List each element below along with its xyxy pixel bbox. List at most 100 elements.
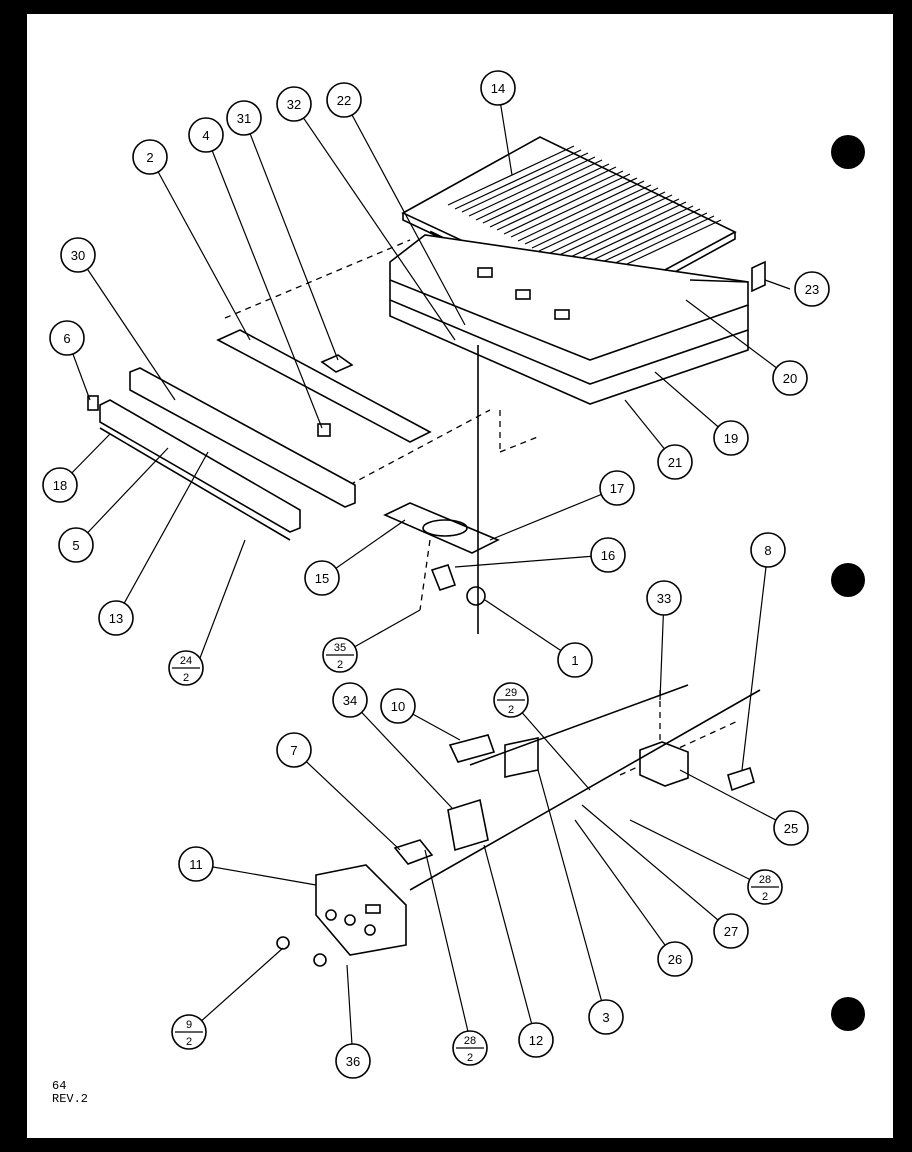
fraction-callout-28: 282 bbox=[452, 1030, 488, 1066]
callout-number: 3 bbox=[602, 1010, 609, 1025]
fraction-denominator: 2 bbox=[183, 672, 189, 684]
callout-31: 31 bbox=[226, 100, 262, 136]
callout-number: 27 bbox=[724, 924, 738, 939]
callout-number: 6 bbox=[63, 331, 70, 346]
fraction-numerator: 9 bbox=[186, 1019, 192, 1031]
binder-hole bbox=[831, 997, 865, 1031]
callout-number: 7 bbox=[290, 743, 297, 758]
callout-number: 22 bbox=[337, 93, 351, 108]
callout-15: 15 bbox=[304, 560, 340, 596]
clip-part bbox=[320, 354, 354, 373]
callout-3: 3 bbox=[588, 999, 624, 1035]
callout-20: 20 bbox=[772, 360, 808, 396]
callout-number: 12 bbox=[529, 1033, 543, 1048]
clip-part bbox=[751, 260, 766, 293]
callout-17: 17 bbox=[599, 470, 635, 506]
knob-part bbox=[276, 936, 290, 950]
callout-33: 33 bbox=[646, 580, 682, 616]
callout-13: 13 bbox=[98, 600, 134, 636]
binder-hole bbox=[831, 563, 865, 597]
callout-number: 31 bbox=[237, 111, 251, 126]
callout-number: 2 bbox=[146, 150, 153, 165]
callout-number: 20 bbox=[783, 371, 797, 386]
fraction-callout-28: 282 bbox=[747, 869, 783, 905]
callout-number: 25 bbox=[784, 821, 798, 836]
callout-number: 19 bbox=[724, 431, 738, 446]
callout-18: 18 bbox=[42, 467, 78, 503]
callout-number: 8 bbox=[764, 543, 771, 558]
trim-strip-part bbox=[99, 367, 356, 541]
callout-1: 1 bbox=[557, 642, 593, 678]
callout-number: 36 bbox=[346, 1054, 360, 1069]
fraction-numerator: 29 bbox=[505, 687, 517, 699]
callout-5: 5 bbox=[58, 527, 94, 563]
callout-16: 16 bbox=[590, 537, 626, 573]
light-housing-part bbox=[383, 502, 500, 554]
callout-23: 23 bbox=[794, 271, 830, 307]
drawer-housing-part bbox=[389, 234, 749, 405]
fraction-callout-35: 352 bbox=[322, 637, 358, 673]
callout-2: 2 bbox=[132, 139, 168, 175]
callout-19: 19 bbox=[713, 420, 749, 456]
callout-6: 6 bbox=[49, 320, 85, 356]
light-housing-part bbox=[422, 519, 468, 537]
fraction-denominator: 2 bbox=[467, 1052, 473, 1064]
callout-number: 15 bbox=[315, 571, 329, 586]
fraction-denominator: 2 bbox=[186, 1036, 192, 1048]
callout-number: 16 bbox=[601, 548, 615, 563]
callout-number: 30 bbox=[71, 248, 85, 263]
fraction-numerator: 24 bbox=[180, 655, 192, 667]
callout-22: 22 bbox=[326, 82, 362, 118]
callout-number: 34 bbox=[343, 693, 357, 708]
callout-number: 13 bbox=[109, 611, 123, 626]
callout-21: 21 bbox=[657, 444, 693, 480]
callout-number: 33 bbox=[657, 591, 671, 606]
binder-hole bbox=[831, 135, 865, 169]
callout-number: 26 bbox=[668, 952, 682, 967]
callout-36: 36 bbox=[335, 1043, 371, 1079]
bracket-part bbox=[216, 329, 432, 443]
fraction-numerator: 28 bbox=[759, 874, 771, 886]
callout-14: 14 bbox=[480, 70, 516, 106]
knob-part bbox=[313, 953, 327, 967]
fraction-callout-29: 292 bbox=[493, 682, 529, 718]
callout-number: 1 bbox=[571, 653, 578, 668]
fraction-callout-24: 242 bbox=[168, 650, 204, 686]
callout-number: 18 bbox=[53, 478, 67, 493]
callout-32: 32 bbox=[276, 86, 312, 122]
callout-8: 8 bbox=[750, 532, 786, 568]
callout-30: 30 bbox=[60, 237, 96, 273]
callout-number: 23 bbox=[805, 282, 819, 297]
bulb-part bbox=[466, 586, 486, 606]
callout-number: 10 bbox=[391, 699, 405, 714]
callout-11: 11 bbox=[178, 846, 214, 882]
leader-lines bbox=[59, 87, 792, 1062]
socket-part bbox=[430, 564, 457, 591]
clip-part bbox=[87, 395, 99, 411]
callout-7: 7 bbox=[276, 732, 312, 768]
callout-number: 11 bbox=[189, 857, 203, 872]
callout-number: 4 bbox=[202, 128, 209, 143]
callout-26: 26 bbox=[657, 941, 693, 977]
fraction-numerator: 28 bbox=[464, 1035, 476, 1047]
callout-34: 34 bbox=[332, 682, 368, 718]
callout-4: 4 bbox=[188, 117, 224, 153]
callout-25: 25 bbox=[773, 810, 809, 846]
fraction-denominator: 2 bbox=[508, 704, 514, 716]
callout-number: 32 bbox=[287, 97, 301, 112]
callout-10: 10 bbox=[380, 688, 416, 724]
fraction-callout-9: 92 bbox=[171, 1014, 207, 1050]
revision-label: REV.2 bbox=[52, 1092, 89, 1106]
fraction-denominator: 2 bbox=[762, 891, 768, 903]
fraction-numerator: 35 bbox=[334, 642, 346, 654]
page-number: 64 bbox=[52, 1079, 67, 1093]
control-assembly-part bbox=[315, 684, 761, 956]
callout-27: 27 bbox=[713, 913, 749, 949]
callout-number: 5 bbox=[72, 538, 79, 553]
callout-number: 17 bbox=[610, 481, 624, 496]
fraction-denominator: 2 bbox=[337, 659, 343, 671]
clip-part bbox=[317, 423, 331, 437]
callout-number: 14 bbox=[491, 81, 505, 96]
